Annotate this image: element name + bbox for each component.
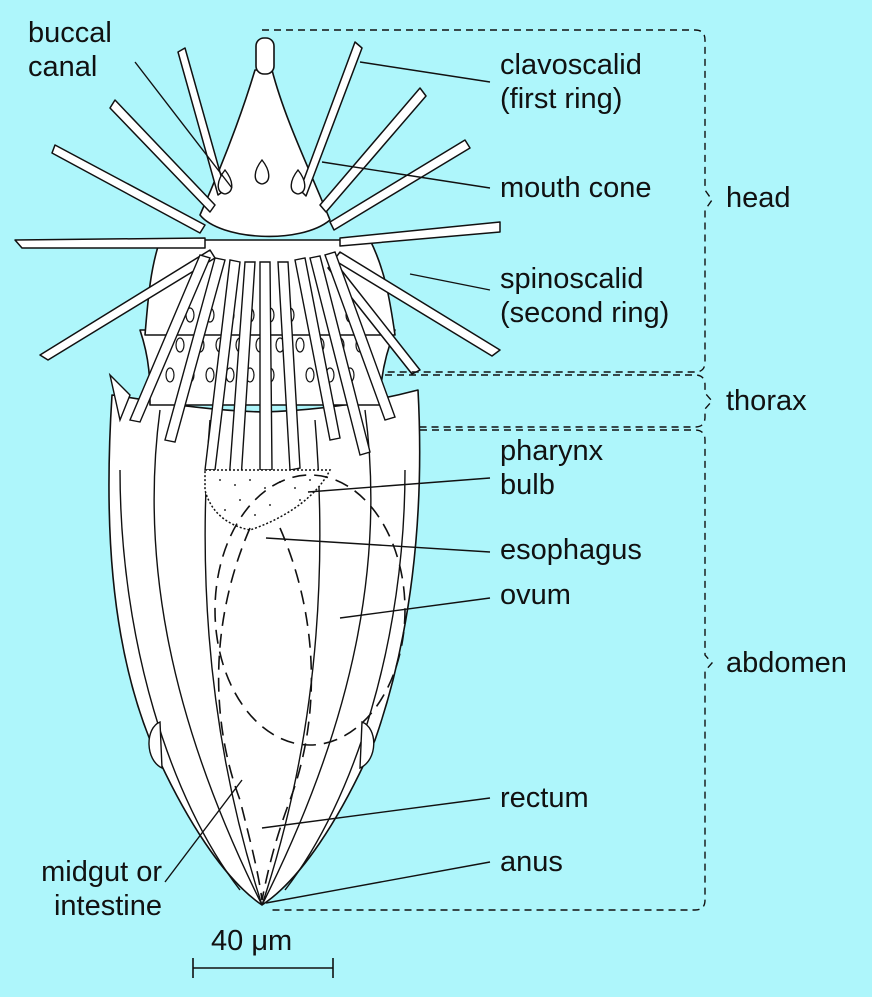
gut xyxy=(217,527,263,901)
label-clavoscalid: clavoscalid(first ring) xyxy=(500,49,642,115)
mouth-tip xyxy=(255,37,275,75)
scale-bar-line xyxy=(192,958,334,978)
thorax-bracket xyxy=(385,374,713,428)
mouth-cone xyxy=(199,69,331,238)
scale-bar-label: 40 μm xyxy=(211,925,293,957)
abdomen-bracket xyxy=(270,429,713,911)
label-mouth-cone: mouth cone xyxy=(500,172,652,204)
head-bracket xyxy=(262,29,713,373)
label-region-thorax: thorax xyxy=(726,385,807,417)
label-region-abdomen: abdomen xyxy=(726,647,847,679)
label-rectum: rectum xyxy=(500,782,589,814)
label-anus: anus xyxy=(500,846,563,878)
label-esophagus: esophagus xyxy=(500,534,642,566)
label-ovum: ovum xyxy=(500,579,571,611)
label-region-head: head xyxy=(726,182,791,214)
pharynx-bulb xyxy=(204,469,332,531)
label-spinoscalid: spinoscalid(second ring) xyxy=(500,263,670,329)
